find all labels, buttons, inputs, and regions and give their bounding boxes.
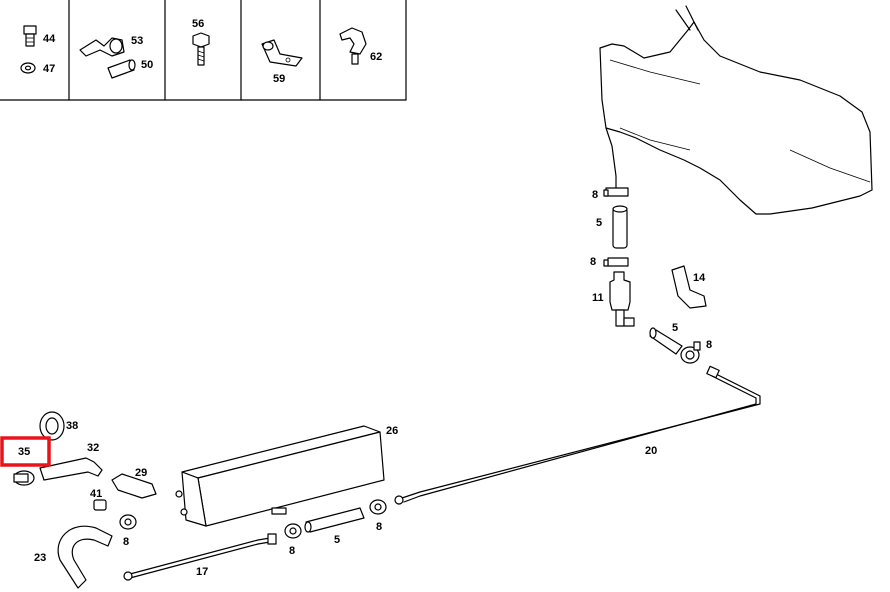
hose-29 xyxy=(111,473,157,499)
legend-table: 44 47 53 50 56 xyxy=(0,0,407,101)
label-50: 50 xyxy=(141,59,153,71)
callout-5-right: 5 xyxy=(672,322,678,334)
clip-icon xyxy=(79,37,125,57)
label-53: 53 xyxy=(131,35,143,47)
callout-8-mid: 8 xyxy=(590,256,596,268)
label-59: 59 xyxy=(273,73,285,85)
clamp-8-mid xyxy=(603,257,629,267)
label-56: 56 xyxy=(192,18,204,30)
hose-clip-icon xyxy=(339,27,367,65)
pipe-20 xyxy=(394,365,761,505)
callout-17: 17 xyxy=(196,566,208,578)
callout-8-b: 8 xyxy=(289,545,295,557)
callout-29: 29 xyxy=(135,467,147,479)
cap-38 xyxy=(39,411,65,441)
callout-32: 32 xyxy=(87,442,99,454)
callout-20: 20 xyxy=(645,445,657,457)
hose-14 xyxy=(671,265,707,309)
washer-icon xyxy=(20,62,36,74)
label-62: 62 xyxy=(370,51,382,63)
sleeve-icon xyxy=(107,59,136,79)
legend-cell-53-50: 53 50 xyxy=(79,35,153,79)
callout-5-top: 5 xyxy=(596,217,602,229)
highlight-box-35 xyxy=(0,436,51,467)
callout-26: 26 xyxy=(386,425,398,437)
hose-5-right xyxy=(649,327,683,355)
callout-35: 35 xyxy=(18,446,30,458)
valve-11 xyxy=(609,271,635,327)
hose-5-top xyxy=(612,205,628,249)
bolt-icon xyxy=(192,32,210,66)
label-47: 47 xyxy=(43,63,55,75)
hose-5-bottom xyxy=(304,507,365,533)
legend-cell-56: 56 xyxy=(192,18,210,66)
callout-8-top: 8 xyxy=(592,189,598,201)
callout-8-c: 8 xyxy=(376,521,382,533)
bracket-icon xyxy=(261,39,303,67)
legend-cell-44-47: 44 47 xyxy=(20,25,56,75)
cap-35 xyxy=(13,470,35,486)
hose-32 xyxy=(39,457,103,481)
callout-41: 41 xyxy=(90,488,102,500)
callout-11: 11 xyxy=(592,292,604,304)
clamp-8-a xyxy=(119,514,137,530)
legend-cell-62: 62 xyxy=(339,27,382,65)
hose-23 xyxy=(57,525,113,589)
screw-icon xyxy=(23,25,37,47)
legend-cell-59: 59 xyxy=(261,39,303,85)
callout-8-a: 8 xyxy=(123,536,129,548)
canister-26 xyxy=(175,425,385,527)
callout-14: 14 xyxy=(693,272,706,284)
clamp-8-right xyxy=(680,341,701,364)
pipe-17 xyxy=(123,533,277,581)
callout-8-right: 8 xyxy=(706,339,712,351)
callout-38: 38 xyxy=(66,420,78,432)
clamp-8-b xyxy=(284,523,302,539)
callout-5-bottom: 5 xyxy=(334,534,340,546)
callouts: 8 5 8 11 14 5 8 20 38 32 35 26 29 41 8 8… xyxy=(18,189,712,578)
clamp-8-c xyxy=(369,499,387,515)
fuel-tank xyxy=(599,5,873,215)
callout-23: 23 xyxy=(34,552,46,564)
label-44: 44 xyxy=(43,33,56,45)
sleeve-41 xyxy=(93,499,107,511)
clamp-8-top xyxy=(603,187,629,197)
